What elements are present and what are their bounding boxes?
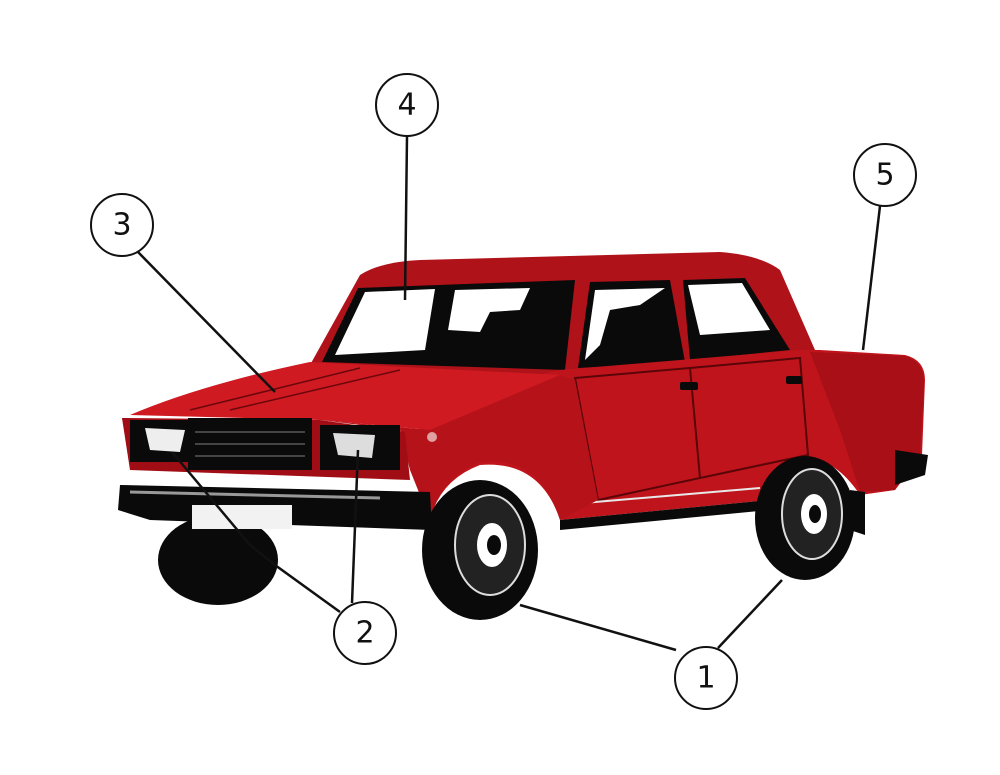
rear-wheel [755,456,855,580]
callout-5-leader [861,205,882,351]
bumper-highlight [129,490,381,500]
left-headlight-lens [145,428,185,452]
callout-2: 2 [333,601,397,665]
rear-bumper [895,450,928,485]
rear-door-handle [786,376,802,384]
callout-1-leader-rear [717,579,783,649]
callout-2-label: 2 [355,616,374,651]
callout-4-label: 4 [397,88,416,123]
callout-5: 5 [853,143,917,207]
windshield-reflection-2 [448,288,530,332]
callout-3-leader [137,251,276,393]
hood [130,362,560,430]
callout-3-label: 3 [112,208,131,243]
rear-window-reflection [688,283,770,335]
callout-1: 1 [674,646,738,710]
callout-1-label: 1 [696,661,715,696]
windshield-reflection [335,289,435,355]
mud-flap [850,490,865,535]
callout-5-label: 5 [875,158,894,193]
front-door-handle [680,382,698,390]
callout-2-leader-left [171,451,341,614]
callout-4-leader [403,135,409,301]
front-window-reflection [585,288,665,360]
front-fender [320,375,598,520]
front-wheel [422,480,538,620]
right-headlight-lens [333,433,375,458]
grille-slats [195,431,305,457]
license-plate [192,505,292,529]
callout-2-leader-right [350,449,360,604]
rear-door [689,356,810,479]
side-marker [427,432,437,442]
front-underside-shadow [158,515,278,605]
hood-lines [189,367,401,411]
side-sill [560,500,770,530]
callout-4: 4 [375,73,439,137]
callout-1-leader-front [519,603,677,652]
callout-3: 3 [90,193,154,257]
